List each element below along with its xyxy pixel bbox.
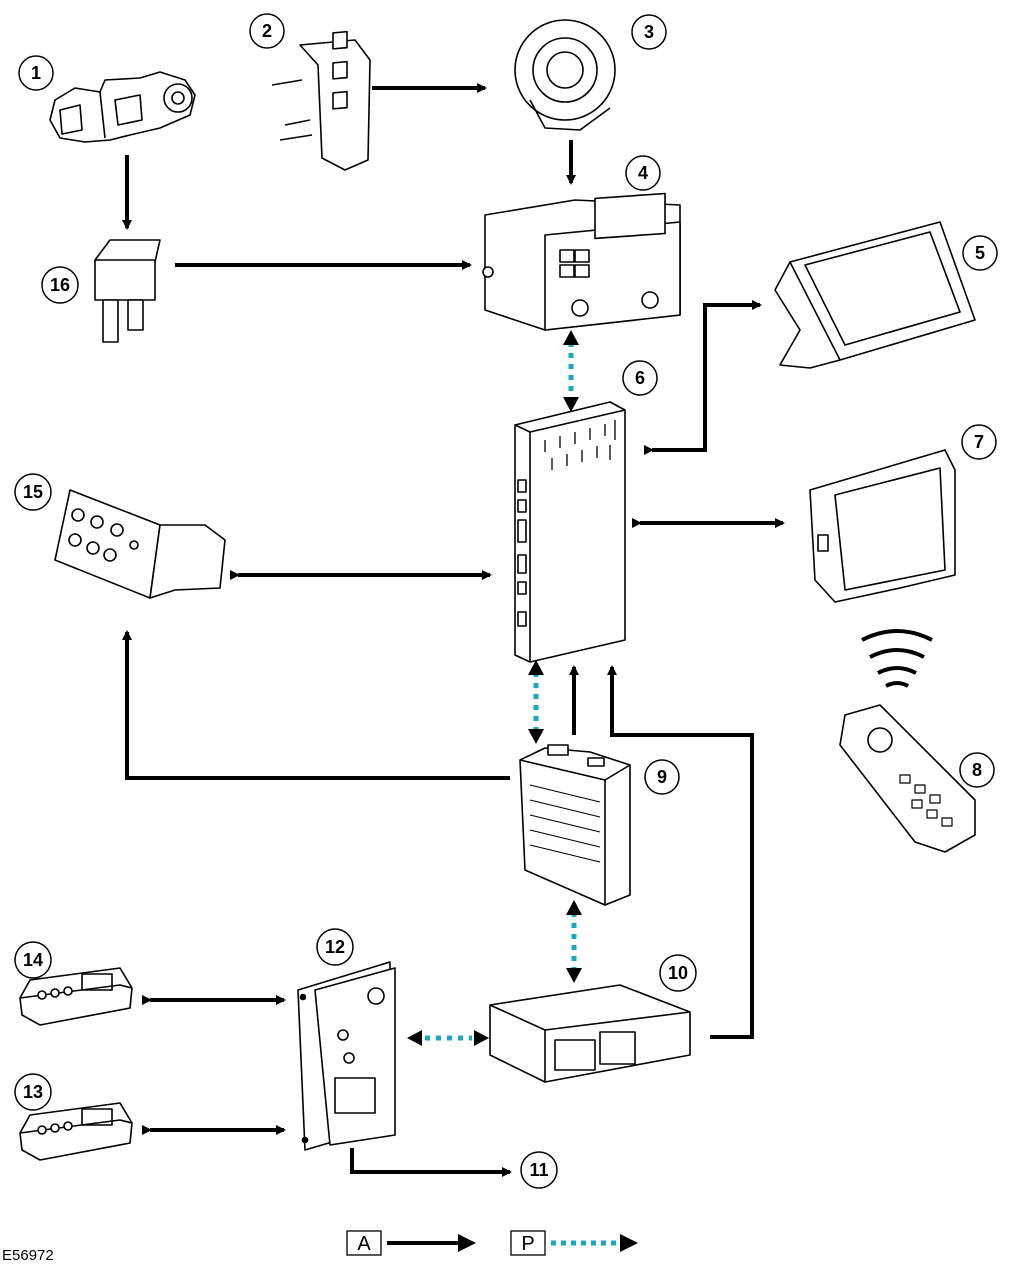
callout-7: 7	[961, 424, 997, 460]
legend-item-a: A	[346, 1230, 476, 1256]
callout-5: 5	[962, 235, 998, 271]
callout-3: 3	[631, 14, 667, 50]
component-8-remote	[839, 704, 976, 853]
svg-text:7: 7	[974, 432, 984, 452]
callout-10: 10	[659, 954, 697, 992]
arrow-12-10-right	[474, 1030, 489, 1046]
component-14-headphone-control	[19, 967, 133, 1026]
arrow-4-6-up	[563, 330, 579, 345]
component-7-rear-display	[809, 449, 956, 603]
callout-1: 1	[18, 55, 54, 91]
component-16-fuse	[94, 239, 161, 343]
component-9-module	[519, 744, 631, 906]
component-1-ignition-switch	[49, 71, 196, 143]
component-10-cd-changer	[489, 984, 691, 1083]
arrow-9-10-down	[566, 968, 582, 983]
arrow-12-to-11	[350, 1148, 512, 1177]
svg-text:5: 5	[975, 243, 985, 263]
legend: A P	[346, 1230, 638, 1256]
component-3-clockspring	[514, 19, 616, 131]
connections-dotted	[407, 330, 582, 1046]
callout-9: 9	[644, 759, 680, 795]
svg-text:12: 12	[325, 937, 345, 957]
svg-text:2: 2	[262, 21, 272, 41]
callout-11: 11	[520, 1151, 558, 1189]
svg-text:11: 11	[529, 1160, 548, 1180]
figure-reference: E56972	[2, 1247, 54, 1264]
arrow-10-to-6	[607, 665, 754, 1039]
callout-16: 16	[41, 266, 79, 304]
svg-text:8: 8	[972, 760, 982, 780]
callout-6: 6	[622, 360, 658, 396]
svg-text:3: 3	[644, 22, 654, 42]
component-4-control-head	[482, 192, 681, 331]
arrow-9-10-up	[566, 900, 582, 915]
wireless-signal-icon	[861, 629, 933, 688]
connections-solid	[122, 83, 785, 1177]
arrow-9-6-down	[528, 729, 544, 744]
callout-2: 2	[249, 13, 285, 49]
svg-text:1: 1	[31, 63, 41, 83]
component-5-display	[774, 221, 976, 369]
component-12-module	[297, 961, 396, 1151]
arrow-4-6-down	[563, 397, 579, 412]
callout-15: 15	[14, 473, 52, 511]
arrow-6-to-5	[644, 300, 762, 455]
svg-text:16: 16	[50, 275, 70, 295]
component-15-input-panel	[54, 489, 226, 599]
callout-8: 8	[959, 752, 995, 788]
callout-13: 13	[14, 1073, 52, 1111]
callouts: 1 2 3 4 5 6 7 8 9 10 11 12 13 14 15 16	[14, 13, 998, 1189]
svg-text:14: 14	[23, 950, 43, 970]
component-13-headphone-control	[19, 1102, 133, 1161]
svg-text:4: 4	[638, 163, 648, 183]
component-2-switch-pack	[271, 30, 371, 171]
svg-text:13: 13	[23, 1082, 43, 1102]
svg-text:A: A	[357, 1233, 371, 1255]
callout-12: 12	[316, 928, 354, 966]
svg-text:6: 6	[635, 368, 645, 388]
legend-item-p: P	[510, 1230, 638, 1256]
svg-text:P: P	[521, 1233, 534, 1255]
svg-text:15: 15	[23, 482, 43, 502]
arrow-12-10-left	[407, 1030, 422, 1046]
callout-4: 4	[625, 155, 661, 191]
svg-text:10: 10	[668, 963, 688, 983]
svg-text:9: 9	[657, 767, 667, 787]
arrow-9-6-up	[528, 660, 544, 675]
component-6-module	[514, 401, 626, 663]
arrow-9-to-15	[122, 630, 510, 780]
callout-14: 14	[14, 941, 52, 979]
